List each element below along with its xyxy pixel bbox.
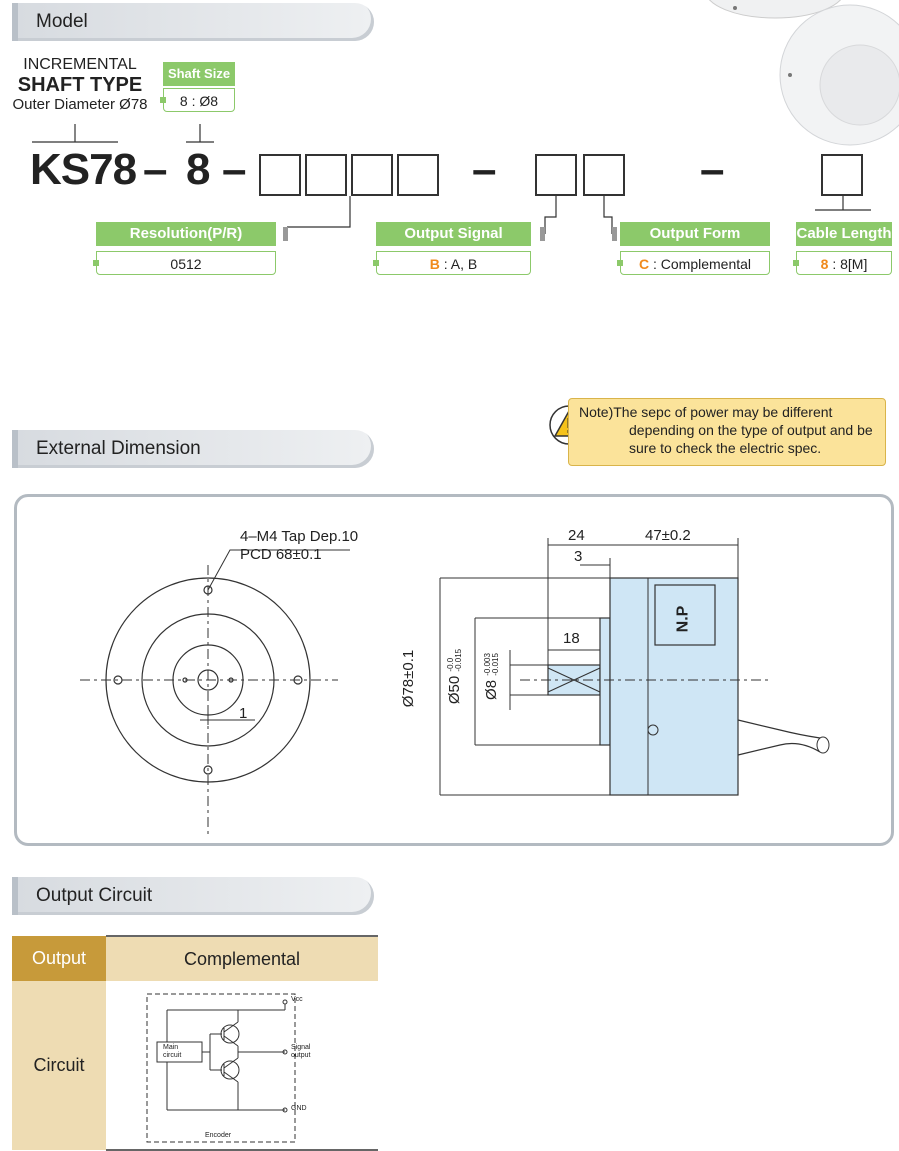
output-form-value: C : Complemental (617, 251, 770, 275)
dim-24-label: 24 (568, 527, 585, 544)
model-dash-1: – (143, 145, 168, 194)
dim-offset-label: 1 (239, 705, 248, 722)
output-signal-label: Output Signal (376, 222, 531, 246)
circuit-diagram (146, 993, 296, 1143)
dia-8-tol-bot: -0.015 (490, 653, 500, 676)
product-photo (708, 0, 899, 146)
side-view-drawing (439, 538, 830, 796)
resolution-slot-2 (305, 154, 347, 196)
type-line2: SHAFT TYPE (17, 74, 143, 96)
dimension-drawing-panel (14, 494, 894, 846)
note-line-2: depending on the type of output and be (629, 422, 873, 438)
section-title: External Dimension (36, 438, 201, 459)
dim-tap-label: 4–M4 Tap Dep.10 (240, 528, 359, 545)
output-circuit-table: Output Complemental Circuit (12, 935, 378, 1151)
circuit-block-label: circuit (163, 1052, 182, 1059)
type-line1: INCREMENTAL (23, 56, 137, 73)
power-note: Note)The sepc of power may be different … (568, 398, 886, 466)
cable-length-slot (821, 154, 863, 196)
output-header: Output (12, 936, 106, 981)
note-line-3: sure to check the electric spec. (629, 440, 822, 456)
connector-mark (283, 227, 288, 241)
complemental-header: Complemental (106, 935, 378, 981)
model-leader-lines (32, 124, 871, 234)
output-signal-slot (535, 154, 577, 196)
output-form-label: Output Form (620, 222, 770, 246)
dim-dia-50: Ø50 -0.0 -0.015 (446, 648, 464, 705)
connector-mark (612, 227, 617, 241)
cable-length-label: Cable Length (796, 222, 892, 246)
section-header-output-circuit: Output Circuit (12, 877, 374, 915)
output-label: output (291, 1052, 311, 1059)
shaft-size-value: 8 : Ø8 (160, 88, 235, 112)
type-line3: Outer Diameter Ø78 (12, 96, 148, 113)
note-line-1: The sepc of power may be different (613, 404, 833, 420)
shaft-size-label: Shaft Size (163, 62, 235, 86)
model-shaft-code: 8 (186, 145, 211, 194)
circuit-label: Circuit (12, 981, 106, 1150)
section-title: Model (36, 11, 88, 32)
resolution-slot-3 (351, 154, 393, 196)
signal-label: Signal (291, 1044, 311, 1051)
dim-18-label: 18 (563, 630, 580, 647)
section-title: Output Circuit (36, 885, 153, 906)
front-view-drawing (80, 549, 350, 835)
dim-pcd-label: PCD 68±0.1 (240, 546, 322, 563)
output-signal-value: B : A, B (373, 251, 531, 275)
circuit-diagram-cell: Vcc Signal output GND Main circuit Encod… (106, 981, 378, 1151)
dim-dia-8: Ø8 -0.003 -0.015 (482, 653, 500, 700)
resolution-slot-4 (397, 154, 439, 196)
note-prefix: Note) (579, 404, 614, 420)
main-label: Main (163, 1044, 179, 1051)
model-dash-3: – (472, 145, 497, 194)
gnd-label: GND (291, 1105, 307, 1112)
section-header-model: Model (12, 3, 374, 41)
encoder-label: Encoder (205, 1132, 232, 1139)
resolution-label: Resolution(P/R) (96, 222, 276, 246)
output-form-slot (583, 154, 625, 196)
np-label: N.P (674, 605, 692, 633)
model-prefix: KS78 (30, 145, 137, 194)
connector-mark (540, 227, 545, 241)
dim-3-label: 3 (574, 548, 583, 565)
section-header-external-dimension: External Dimension (12, 430, 374, 468)
dia-50-tol-bot: -0.015 (454, 648, 464, 672)
dim-dia-78: Ø78±0.1 (400, 649, 418, 708)
model-dash-4: – (700, 145, 725, 194)
cable-length-value: 8 : 8[M] (793, 251, 892, 275)
model-dash-2: – (222, 145, 247, 194)
resolution-value: 0512 (93, 251, 276, 275)
resolution-slot-1 (259, 154, 301, 196)
type-description: INCREMENTAL SHAFT TYPE Outer Diameter Ø7… (0, 56, 160, 114)
dim-47-label: 47±0.2 (645, 527, 691, 544)
vcc-label: Vcc (291, 996, 303, 1003)
